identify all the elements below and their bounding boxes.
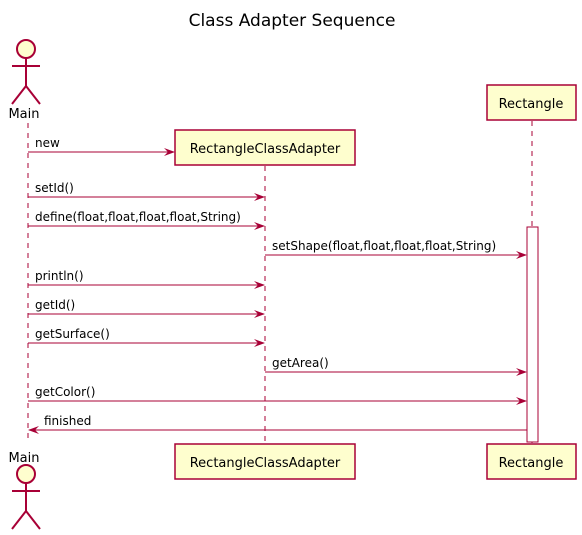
message-arrowhead [254, 310, 265, 318]
participant-rectangle-top: Rectangle [486, 84, 577, 121]
message-arrowhead [254, 193, 265, 201]
message-label: define(float,float,float,float,String) [35, 210, 241, 224]
diagram-title: Class Adapter Sequence [189, 11, 396, 31]
message-arrowhead [516, 397, 527, 405]
message-arrowhead [254, 339, 265, 347]
message-arrowhead [516, 368, 527, 376]
message-label: new [35, 136, 60, 150]
participant-rectangle-bottom: Rectangle [486, 443, 577, 480]
actor-main-bottom: Main [8, 451, 41, 530]
participant-label: RectangleClassAdapter [190, 142, 341, 157]
message-arrowhead [254, 281, 265, 289]
message-label: setShape(float,float,float,float,String) [272, 239, 496, 253]
message-6: getSurface() [28, 327, 265, 347]
message-5: getId() [28, 298, 265, 318]
message-arrowhead [254, 222, 265, 230]
participant-adapter-bottom: RectangleClassAdapter [174, 443, 356, 480]
actor-icon [11, 464, 41, 530]
participant-label: RectangleClassAdapter [190, 456, 341, 471]
message-label: getId() [35, 298, 75, 312]
actor-label: Main [8, 107, 39, 122]
message-label: finished [44, 414, 91, 428]
message-arrowhead [516, 251, 527, 259]
message-3: setShape(float,float,float,float,String) [265, 239, 527, 259]
message-label: getArea() [272, 356, 329, 370]
participant-label: Rectangle [499, 97, 564, 112]
participant-label: Rectangle [499, 456, 564, 471]
actor-main-top: Main [8, 39, 41, 122]
message-label: getColor() [35, 385, 95, 399]
message-arrowhead [164, 148, 175, 156]
message-0: new [28, 136, 175, 156]
message-9: finished [28, 414, 527, 434]
message-2: define(float,float,float,float,String) [28, 210, 265, 230]
participant-adapter-top: RectangleClassAdapter [174, 129, 356, 166]
actor-icon [11, 39, 41, 105]
message-label: setId() [35, 181, 74, 195]
message-arrowhead [28, 426, 39, 434]
message-8: getColor() [28, 385, 527, 405]
message-1: setId() [28, 181, 265, 201]
message-7: getArea() [265, 356, 527, 376]
messages-layer: new setId() define(float,float,float,float… [28, 136, 527, 434]
actor-label: Main [8, 451, 39, 466]
message-4: println() [28, 269, 265, 289]
message-label: getSurface() [35, 327, 110, 341]
rectangle-activation-bar [526, 226, 539, 443]
message-label: println() [35, 269, 84, 283]
